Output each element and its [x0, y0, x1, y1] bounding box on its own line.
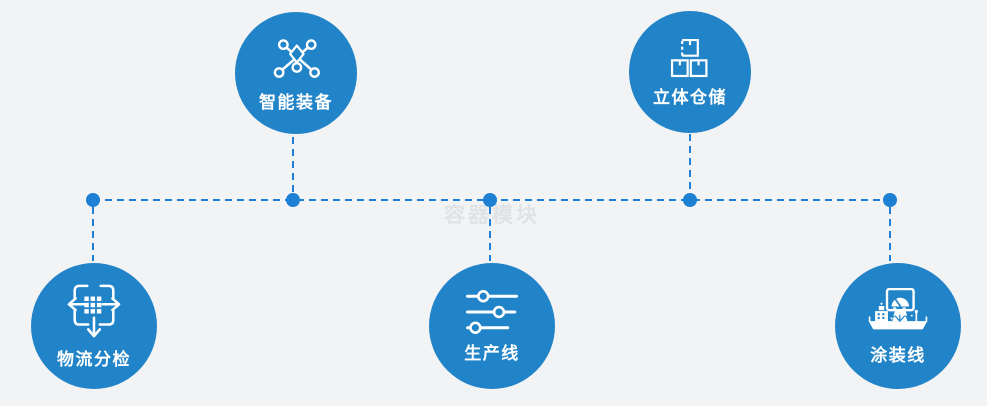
junction-dot — [286, 193, 300, 207]
node-logistics: 物流分检 — [31, 263, 157, 389]
junction-dot — [883, 193, 897, 207]
network-nodes-icon — [273, 38, 320, 78]
stacked-boxes-icon — [670, 38, 708, 77]
node-painting: 涂装线 — [835, 263, 961, 389]
junction-dot — [483, 193, 497, 207]
junction-dot — [683, 193, 697, 207]
node-production: 生产线 — [429, 263, 555, 389]
node-warehouse: 立体仓储 — [629, 11, 751, 133]
sort-dispatch-icon — [67, 284, 121, 337]
sliders-icon — [466, 289, 518, 334]
node-label: 涂装线 — [870, 345, 926, 366]
node-label: 智能装备 — [259, 92, 333, 113]
node-label: 物流分检 — [57, 349, 131, 370]
node-label: 生产线 — [464, 343, 520, 364]
node-smart-equipment: 智能装备 — [235, 12, 357, 134]
node-label: 立体仓储 — [653, 87, 727, 108]
junction-dot — [86, 193, 100, 207]
machine-console-icon — [868, 287, 928, 329]
